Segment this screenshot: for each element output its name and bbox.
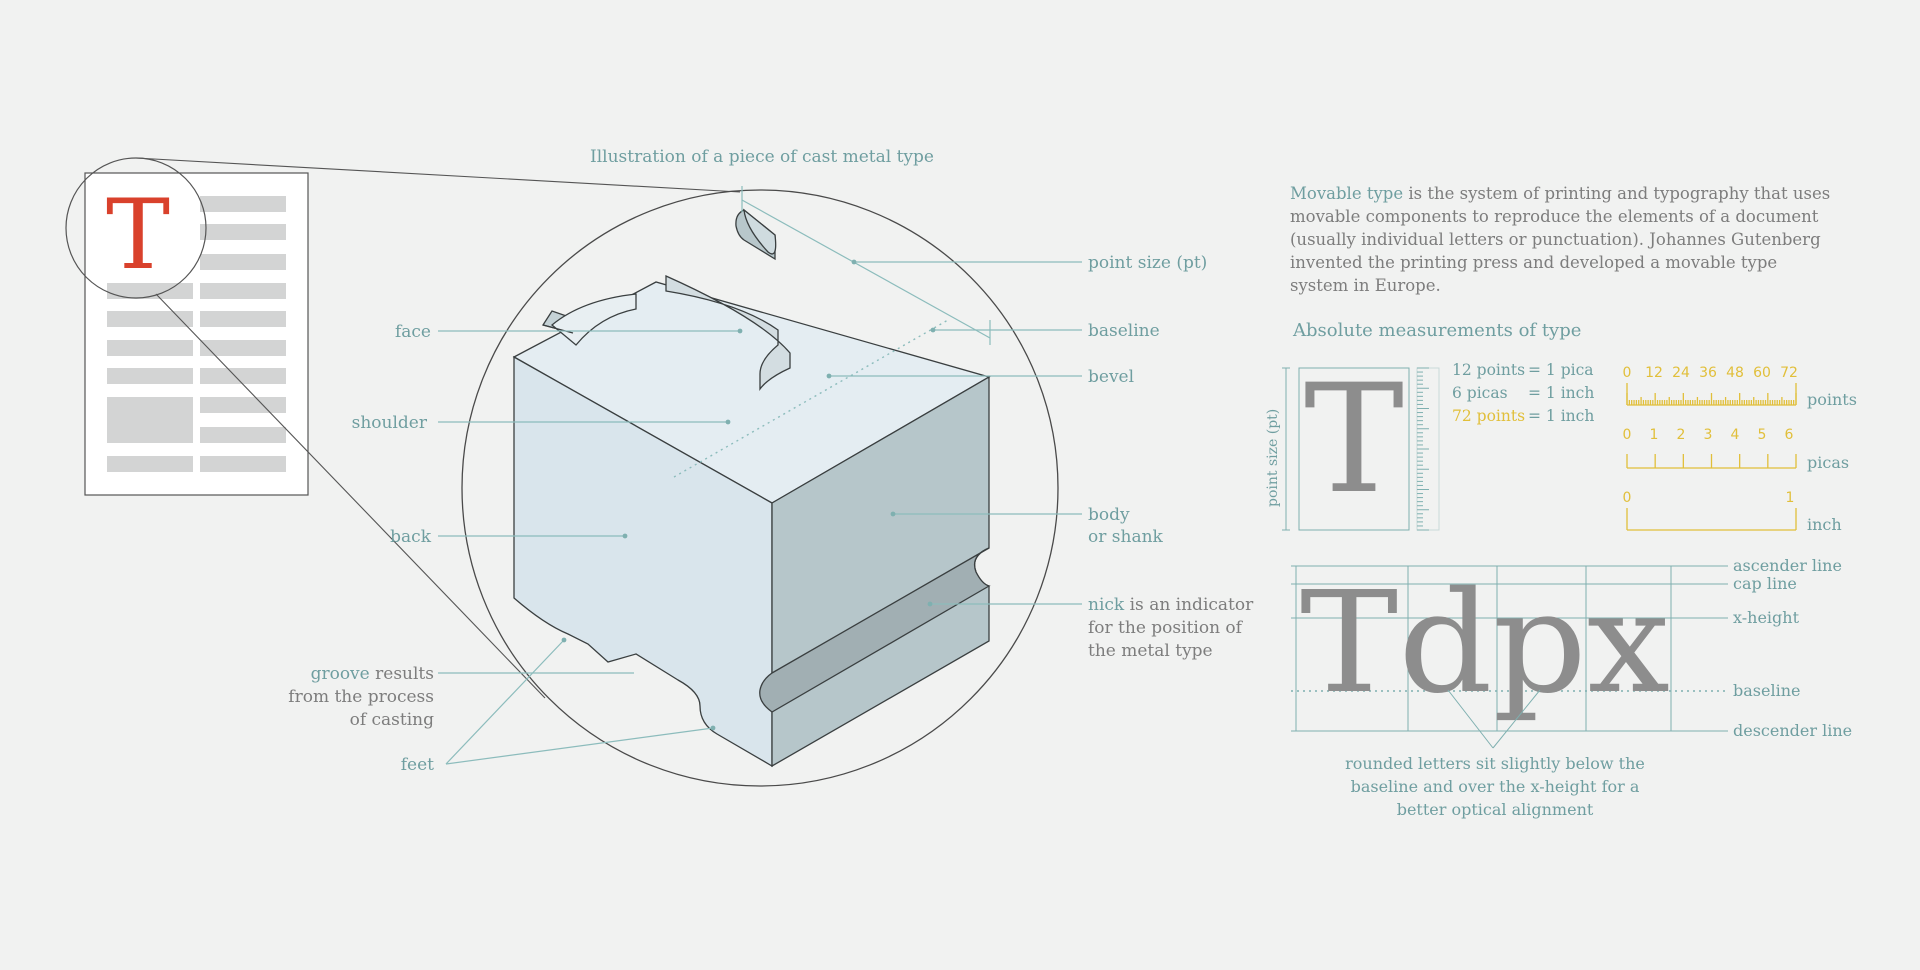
optical-note-line-1: rounded letters sit slightly below the: [1345, 754, 1645, 773]
optical-note-line-3: better optical alignment: [1397, 800, 1594, 819]
points-tick-label: 24: [1672, 365, 1690, 381]
conversion-table: 12 points = 1 pica 6 picas = 1 inch 72 p…: [1452, 361, 1594, 425]
conversion-row-2-right: = 1 inch: [1528, 384, 1594, 402]
conversion-row-3-right: = 1 inch: [1528, 407, 1594, 425]
cap-line-label: cap line: [1733, 574, 1797, 593]
label-body-2: or shank: [1088, 527, 1164, 547]
nick-line-3: the metal type: [1088, 641, 1213, 661]
measurements-heading: Absolute measurements of type: [1292, 320, 1581, 341]
label-point-size: point size (pt): [1088, 253, 1207, 273]
groove-line-2: from the process: [288, 687, 434, 707]
inch-tick-label: 1: [1786, 490, 1795, 506]
scale-points: 0 12 24 36 48 60 72 points: [1623, 365, 1857, 409]
label-face: face: [395, 322, 431, 342]
illustration-leaders: [438, 259, 1082, 765]
nick-rest: is an indicator: [1124, 595, 1254, 615]
vertical-ruler: [1417, 367, 1429, 531]
description-term: Movable type: [1290, 184, 1403, 203]
groove-term: groove: [311, 664, 370, 684]
label-nick: nick is an indicator: [1088, 595, 1254, 615]
label-shoulder: shoulder: [352, 413, 428, 433]
measurement-sample-letter: T: [1304, 353, 1404, 527]
label-body: body: [1088, 505, 1130, 525]
scale-inch: 0 1 inch: [1623, 490, 1842, 534]
svg-text:Movable type is the system of: Movable type is the system of printing a…: [1290, 184, 1830, 203]
conversion-row-2-left: 6 picas: [1452, 384, 1508, 402]
type-relief-face: [541, 208, 791, 391]
baseline-label: baseline: [1733, 681, 1800, 700]
conversion-row-1-left: 12 points: [1452, 361, 1525, 379]
points-tick-label: 48: [1726, 365, 1744, 381]
illustration-title: Illustration of a piece of cast metal ty…: [590, 147, 934, 167]
points-tick-label: 0: [1623, 365, 1632, 381]
picas-unit-label: picas: [1807, 453, 1849, 472]
descender-line-label: descender line: [1733, 721, 1852, 740]
ascender-line-label: ascender line: [1733, 556, 1842, 575]
label-back: back: [390, 527, 432, 547]
picas-tick-label: 5: [1758, 427, 1767, 443]
scale-picas: 0 1 2 3 4 5 6 picas: [1623, 427, 1850, 472]
inch-unit-label: inch: [1807, 515, 1842, 534]
measurement-sample: point size (pt) T: [1265, 353, 1440, 531]
points-tick-label: 12: [1645, 365, 1663, 381]
label-bevel: bevel: [1088, 367, 1134, 387]
nick-line-2: for the position of: [1088, 618, 1244, 638]
description-line-2: movable components to reproduce the elem…: [1290, 207, 1819, 226]
points-tick-label: 60: [1753, 365, 1771, 381]
picas-tick-label: 0: [1623, 427, 1632, 443]
picas-tick-label: 6: [1785, 427, 1794, 443]
picas-tick-label: 1: [1650, 427, 1659, 443]
points-tick-label: 36: [1699, 365, 1717, 381]
zoom-circle: [461, 189, 1059, 787]
type-lines-diagram: Tdpx: [1291, 562, 1728, 749]
conversion-row-3-left: 72 points: [1452, 407, 1525, 425]
groove-line-3: of casting: [350, 710, 435, 730]
points-unit-label: points: [1807, 390, 1857, 409]
groove-rest: results: [370, 664, 434, 684]
points-tick-label: 72: [1780, 365, 1798, 381]
description-line-5: system in Europe.: [1290, 276, 1441, 295]
description-paragraph: Movable type is the system of printing a…: [1290, 184, 1830, 295]
nick-term: nick: [1088, 595, 1125, 615]
description-line-4: invented the printing press and develope…: [1290, 253, 1777, 272]
type-front-face: [513, 355, 773, 768]
conversion-row-1-right: = 1 pica: [1528, 361, 1594, 379]
point-size-vertical-label: point size (pt): [1265, 409, 1281, 507]
label-groove: groove results: [311, 664, 434, 684]
x-height-label: x-height: [1733, 608, 1800, 627]
label-feet: feet: [401, 755, 434, 775]
label-baseline: baseline: [1088, 321, 1160, 341]
metal-type-block: [512, 186, 991, 768]
picas-tick-label: 3: [1704, 427, 1713, 443]
inch-tick-label: 0: [1623, 490, 1632, 506]
type-groove-nick: [759, 547, 991, 713]
document-red-letter: T: [106, 179, 170, 291]
picas-tick-label: 4: [1731, 427, 1740, 443]
description-line-3: (usually individual letters or punctuati…: [1290, 230, 1821, 249]
optical-note-line-2: baseline and over the x-height for a: [1351, 777, 1640, 796]
sample-word: Tdpx: [1300, 562, 1670, 725]
document-thumbnail: T: [65, 157, 741, 699]
picas-tick-label: 2: [1677, 427, 1686, 443]
description-line-1: is the system of printing and typography…: [1403, 184, 1830, 203]
